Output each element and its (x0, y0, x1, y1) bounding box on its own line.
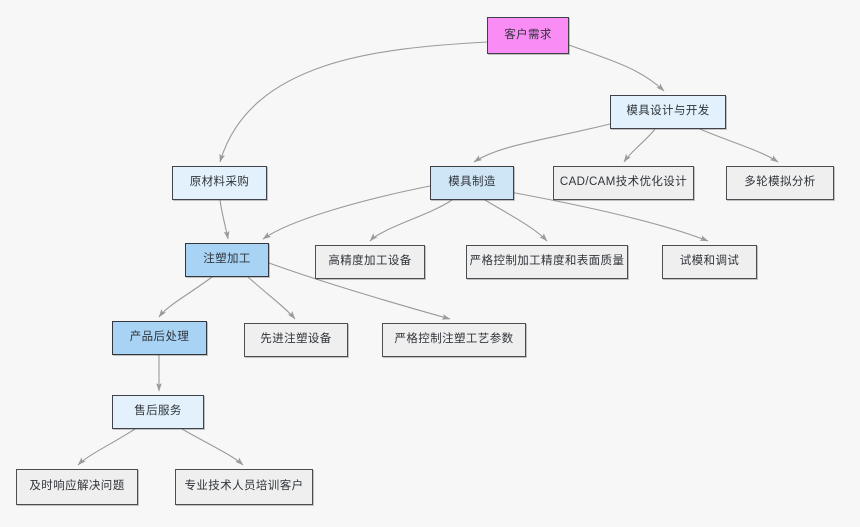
edge-after-sales-to-train-customers (181, 428, 244, 466)
edge-mold-design-to-multi-sim-analysis (699, 128, 779, 163)
node-label: 试模和调试 (679, 255, 740, 268)
node-label: 严格控制加工精度和表面质量 (469, 255, 625, 268)
node-label: 客户需求 (504, 28, 552, 41)
node-label: 高精度加工设备 (328, 255, 412, 268)
edge-after-sales-to-timely-response (77, 428, 136, 466)
node-advanced-equipment[interactable]: 先进注塑设备 (244, 323, 348, 357)
node-raw-material[interactable]: 原材料采购 (172, 166, 267, 200)
node-precision-equipment[interactable]: 高精度加工设备 (315, 245, 425, 279)
node-label: 注塑加工 (203, 253, 251, 266)
edge-raw-material-to-injection-molding (219, 199, 230, 240)
node-control-parameters[interactable]: 严格控制注塑工艺参数 (382, 323, 526, 357)
node-label: CAD/CAM技术优化设计 (559, 176, 688, 189)
node-label: 先进注塑设备 (260, 333, 332, 346)
edge-customer-demand-to-raw-material (219, 41, 488, 163)
edge-injection-molding-to-post-processing (158, 276, 213, 318)
node-control-precision[interactable]: 严格控制加工精度和表面质量 (466, 245, 628, 279)
node-injection-molding[interactable]: 注塑加工 (185, 243, 269, 277)
node-label: 专业技术人员培训客户 (184, 480, 304, 493)
node-mold-manufacture[interactable]: 模具制造 (430, 166, 514, 200)
node-mold-design[interactable]: 模具设计与开发 (610, 95, 726, 129)
edge-customer-demand-to-mold-design (568, 44, 665, 92)
node-customer-demand[interactable]: 客户需求 (487, 17, 569, 54)
edge-mold-design-to-cadcam-optimize (623, 128, 656, 163)
node-train-customers[interactable]: 专业技术人员培训客户 (175, 469, 313, 505)
node-label: 模具设计与开发 (626, 105, 710, 118)
node-timely-response[interactable]: 及时响应解决问题 (16, 469, 138, 505)
node-multi-sim-analysis[interactable]: 多轮模拟分析 (726, 166, 834, 200)
edge-injection-molding-to-advanced-equipment (247, 276, 296, 320)
node-after-sales[interactable]: 售后服务 (112, 395, 204, 429)
node-label: 严格控制注塑工艺参数 (394, 333, 514, 346)
edge-mold-manufacture-to-precision-equipment (369, 199, 453, 242)
node-label: 售后服务 (134, 405, 182, 418)
edge-mold-design-to-mold-manufacture (473, 123, 611, 163)
edge-mold-manufacture-to-control-precision (484, 199, 548, 242)
node-label: 原材料采购 (189, 176, 250, 189)
node-label: 及时响应解决问题 (29, 480, 125, 493)
edge-mold-manufacture-to-injection-molding (262, 185, 431, 240)
node-label: 产品后处理 (129, 331, 190, 344)
node-cadcam-optimize[interactable]: CAD/CAM技术优化设计 (553, 166, 694, 200)
node-label: 模具制造 (448, 176, 496, 189)
node-label: 多轮模拟分析 (744, 176, 816, 189)
node-mold-trial-debug[interactable]: 试模和调试 (662, 245, 757, 279)
node-post-processing[interactable]: 产品后处理 (112, 321, 207, 355)
